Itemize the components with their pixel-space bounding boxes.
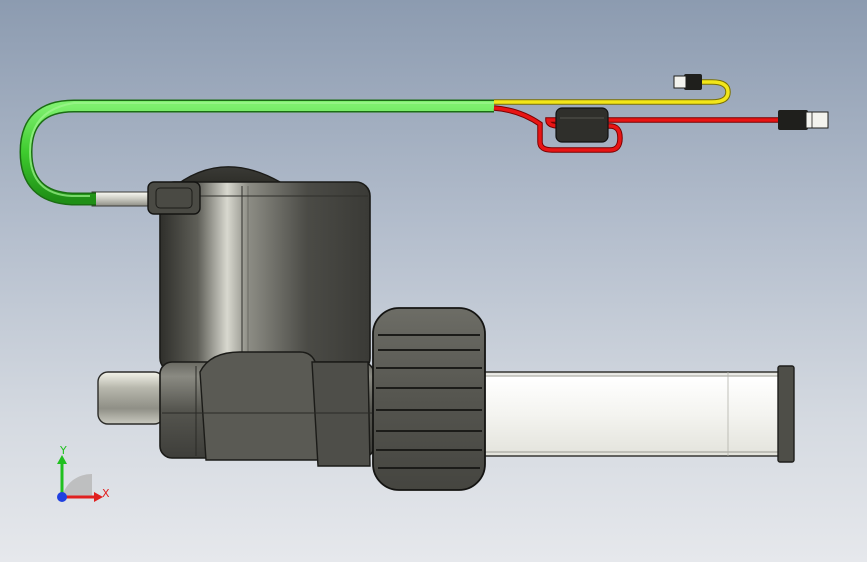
extension-tube[interactable]: [477, 365, 795, 463]
cable-sheath[interactable]: [19, 99, 494, 206]
rear-end-fitting[interactable]: [97, 371, 165, 425]
z-axis-marker: [57, 492, 67, 502]
red-wire[interactable]: [493, 105, 829, 153]
ribbed-collar[interactable]: [372, 307, 486, 491]
ferrite-core[interactable]: [555, 107, 609, 143]
x-axis-label: X: [102, 487, 110, 500]
view-orientation-triad[interactable]: Y X: [57, 444, 110, 502]
motor-housing[interactable]: [159, 181, 371, 373]
y-axis-label: Y: [59, 444, 67, 457]
gearbox-housing[interactable]: [159, 351, 375, 467]
yellow-wire[interactable]: [494, 74, 731, 105]
cable-gland[interactable]: [91, 181, 201, 215]
